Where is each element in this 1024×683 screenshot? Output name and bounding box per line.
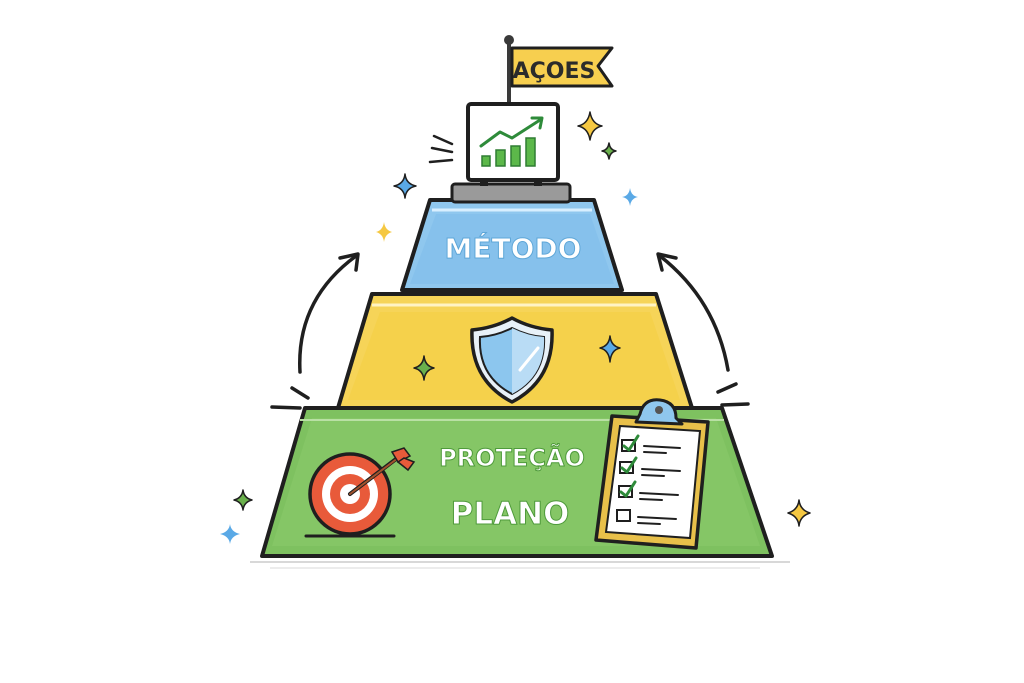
sparkle-icon [622, 188, 638, 206]
sparkle-icon [413, 355, 435, 381]
sparkle-icon [233, 489, 253, 511]
sparkle-icon [376, 222, 392, 242]
curved-arrow-left-icon [270, 252, 360, 410]
monitor [428, 102, 560, 182]
shield-icon [470, 316, 554, 404]
sparkle-icon [599, 335, 621, 363]
clipboard-checklist-icon [594, 398, 710, 550]
sparkle-icon [787, 499, 811, 527]
sparkle-icon [577, 111, 603, 141]
target-icon [304, 447, 416, 538]
rising-bar-chart-icon [479, 116, 544, 167]
sparkle-icons [220, 111, 811, 544]
flag-label: AÇOES [513, 59, 596, 84]
flag: AÇOES [504, 35, 614, 108]
curved-arrow-right-icon [656, 252, 750, 407]
tier-label-metodo: MÉTODO [445, 231, 582, 265]
sparkle-icon [220, 524, 240, 544]
ground-shadow [250, 561, 790, 569]
sparkle-icon [393, 173, 417, 199]
tier-label-plano: PLANO [451, 496, 570, 532]
sparkle-icon [601, 142, 617, 160]
tier-label-protecao: PROTEÇÃO [439, 443, 585, 472]
